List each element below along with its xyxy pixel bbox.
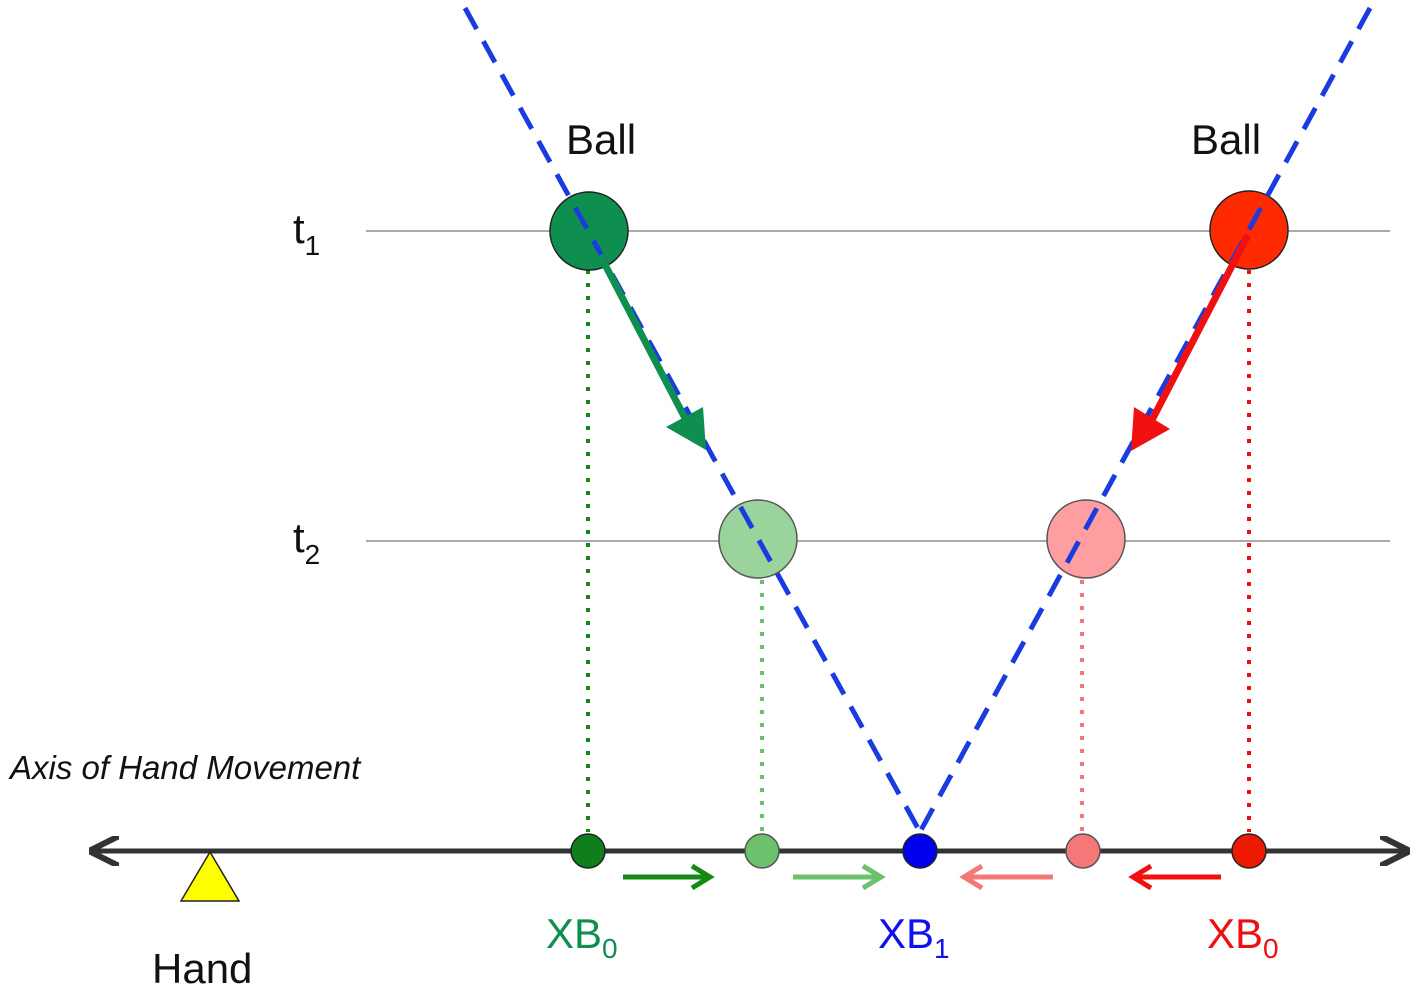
t2-label: t2 (293, 514, 320, 570)
point-red-t2 (1065, 833, 1101, 869)
point-green-t2 (744, 833, 780, 869)
motion-arrow-red (1128, 863, 1221, 891)
point-xb1 (902, 833, 938, 869)
ball-red-t2 (1046, 499, 1126, 579)
axis-caption: Axis of Hand Movement (8, 749, 362, 786)
hand-marker-icon (179, 850, 241, 902)
ball-red-t1 (1209, 190, 1289, 270)
motion-arrow-red-light (959, 863, 1053, 891)
motion-arrow-green-dark (623, 863, 715, 891)
xb0-left-label: XB0 (546, 910, 618, 964)
hand-label: Hand (152, 945, 252, 991)
xb1-label: XB1 (878, 910, 950, 964)
ball-green-t1 (549, 191, 629, 271)
point-xb0-red (1231, 833, 1267, 869)
t1-label: t1 (293, 205, 320, 261)
ball-green-t2 (718, 499, 798, 579)
ball-label-right: Ball (1191, 116, 1261, 163)
velocity-arrow-red-head (1131, 407, 1170, 451)
motion-arrow-green-light (793, 863, 886, 891)
point-xb0-green (570, 833, 606, 869)
velocity-arrow-green-shaft (596, 253, 690, 422)
velocity-arrow-red-shaft (1148, 233, 1252, 422)
velocity-arrow-green-head (666, 407, 706, 450)
ball-label-left: Ball (566, 116, 636, 163)
xb0-right-label: XB0 (1207, 910, 1279, 964)
